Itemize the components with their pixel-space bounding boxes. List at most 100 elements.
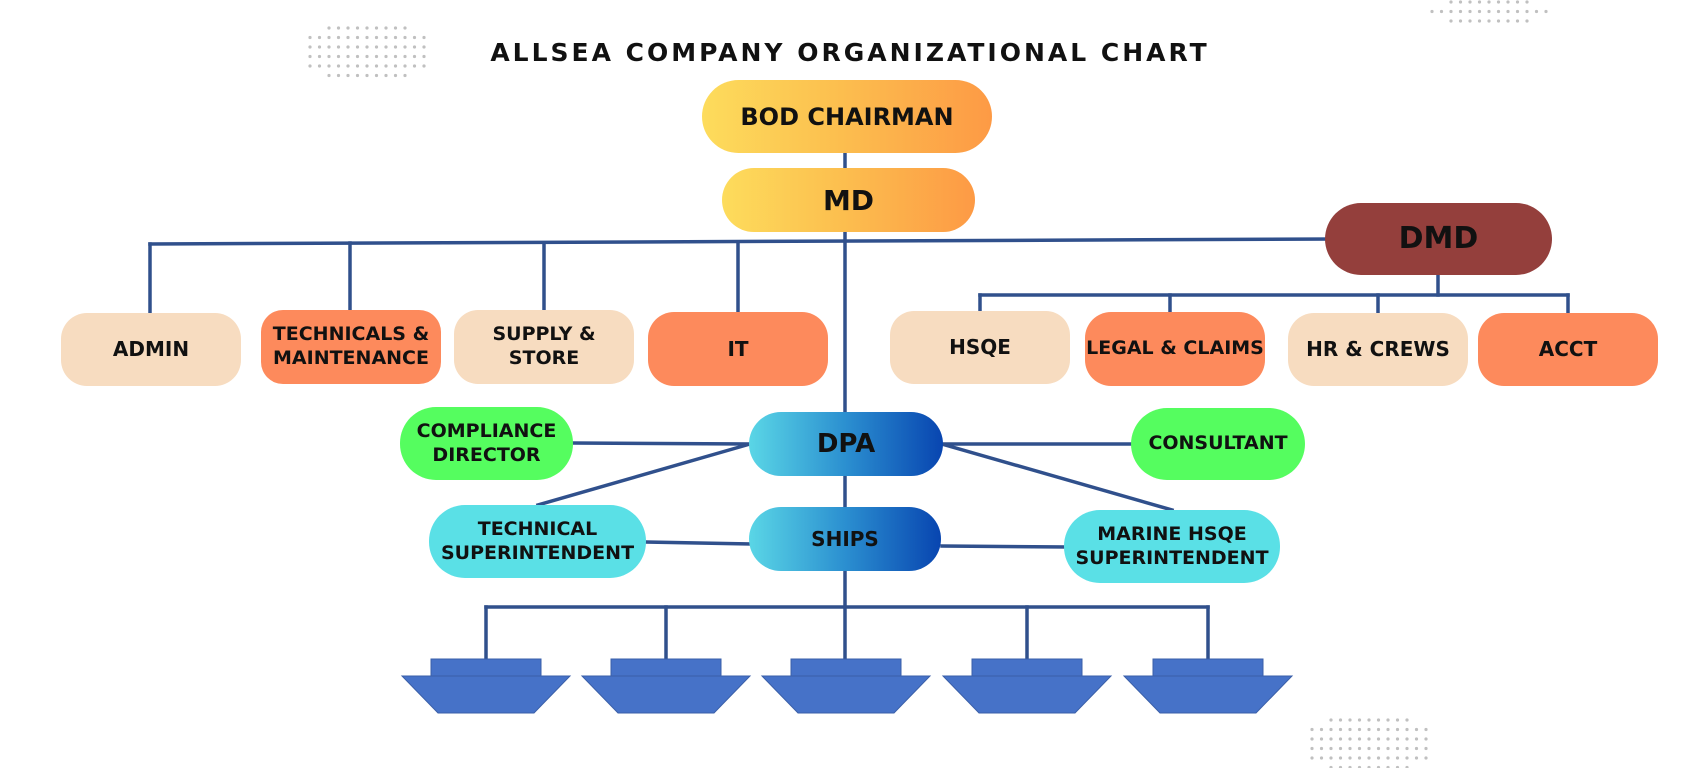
decor-dot [422, 54, 426, 59]
decor-dot [1357, 765, 1362, 768]
decor-dot [1319, 727, 1324, 732]
decor-dot [317, 64, 322, 68]
decor-dot [1348, 765, 1352, 768]
ship-icon [941, 658, 1113, 714]
decor-dot [403, 35, 407, 40]
node-dpa[interactable]: DPA [749, 412, 943, 476]
node-md[interactable]: MD [722, 168, 975, 232]
decor-dot [374, 54, 379, 59]
node-hr-crews[interactable]: HR & CREWS [1288, 313, 1468, 386]
decor-dot [1458, 0, 1463, 4]
node-supply-store[interactable]: SUPPLY & STORE [454, 310, 634, 384]
node-technicals-maintenance[interactable]: TECHNICALS & MAINTENANCE [261, 310, 441, 384]
decor-dot [422, 45, 426, 49]
decorative-dots [308, 0, 1548, 768]
node-legal-claims[interactable]: LEGAL & CLAIMS [1085, 312, 1265, 386]
decor-dot [1310, 727, 1314, 732]
decor-dot [1348, 737, 1352, 741]
decor-dot [1405, 727, 1409, 732]
decor-dot [346, 64, 350, 68]
ship-icon [760, 658, 932, 714]
decor-dot [1329, 727, 1333, 732]
decor-dot [308, 64, 312, 68]
decor-dot [1414, 746, 1419, 751]
decor-dot [1424, 746, 1428, 751]
node-acct-label: ACCT [1538, 337, 1598, 361]
decor-dot [1506, 0, 1510, 4]
node-compliance-director[interactable]: COMPLIANCE DIRECTOR [400, 407, 573, 480]
decor-dot [393, 64, 398, 68]
decor-dot [365, 73, 369, 78]
decor-dot [1477, 9, 1482, 14]
decor-dot [384, 35, 388, 40]
decor-dot [1357, 727, 1362, 732]
node-marine-hsqe-superintendent[interactable]: MARINE HSQE SUPERINTENDENT [1064, 510, 1280, 583]
decor-dot [1515, 9, 1520, 14]
ship-icon [580, 658, 752, 714]
node-it[interactable]: IT [648, 312, 828, 386]
decor-dot [1386, 746, 1390, 751]
node-technicals-line2: MAINTENANCE [273, 347, 429, 369]
node-md-label: MD [822, 183, 875, 217]
decor-dot [412, 45, 417, 49]
decor-dot [1405, 765, 1409, 768]
node-compliance-line2: DIRECTOR [432, 443, 541, 466]
ship-hull [1122, 675, 1294, 714]
decor-dot [1477, 0, 1482, 4]
decor-dot [336, 26, 341, 30]
node-supply-store-label: SUPPLY & STORE [492, 323, 596, 369]
node-technical-superintendent[interactable]: TECHNICAL SUPERINTENDENT [429, 505, 646, 578]
decor-dot [1386, 765, 1390, 768]
decor-dot [327, 73, 331, 78]
decor-dot [1348, 746, 1352, 751]
node-acct[interactable]: ACCT [1478, 313, 1658, 386]
decor-dot [317, 54, 322, 59]
ship-cabin [971, 658, 1083, 677]
decor-dot [1424, 727, 1428, 732]
ship-cabin [430, 658, 542, 677]
decor-dot [1405, 737, 1409, 741]
decor-dot [412, 54, 417, 59]
decor-dot [1338, 737, 1343, 741]
connector-compliance [570, 441, 752, 446]
decor-dot [1449, 0, 1453, 4]
ship-hull [400, 675, 572, 714]
decor-dot [1506, 19, 1510, 23]
node-hsqe[interactable]: HSQE [890, 311, 1070, 384]
decor-dot [1449, 19, 1453, 23]
decor-dot [1515, 19, 1520, 23]
decor-dot [365, 26, 369, 30]
decor-dot [355, 64, 360, 68]
decor-dot [374, 35, 379, 40]
decor-dot [327, 35, 331, 40]
decor-dot [317, 35, 322, 40]
ship-hull [760, 675, 932, 714]
decor-dot [393, 73, 398, 78]
decor-dot [1357, 746, 1362, 751]
node-dpa-label: DPA [816, 428, 876, 459]
node-bod-chairman-label: BOD CHAIRMAN [740, 102, 954, 131]
decor-dot [1525, 19, 1529, 23]
decor-dot [365, 45, 369, 49]
node-ships[interactable]: SHIPS [749, 507, 941, 571]
decor-dot [308, 45, 312, 49]
node-consultant[interactable]: CONSULTANT [1131, 408, 1305, 480]
node-marine-line1: MARINE HSQE [1097, 522, 1247, 545]
decor-dot [1395, 756, 1400, 760]
ship-cabin [1152, 658, 1264, 677]
decor-dot [327, 54, 331, 59]
node-dmd[interactable]: DMD [1325, 203, 1552, 275]
node-dmd-label: DMD [1398, 221, 1479, 257]
node-bod-chairman[interactable]: BOD CHAIRMAN [702, 80, 992, 153]
node-admin[interactable]: ADMIN [61, 313, 241, 386]
node-it-label: IT [727, 336, 749, 361]
connector-ships-right [940, 544, 1068, 549]
decor-dot [308, 35, 312, 40]
decor-dot [1348, 756, 1352, 760]
decor-dot [1386, 737, 1390, 741]
node-ships-label: SHIPS [811, 526, 879, 551]
decor-dot [384, 26, 388, 30]
decor-dot [336, 64, 341, 68]
